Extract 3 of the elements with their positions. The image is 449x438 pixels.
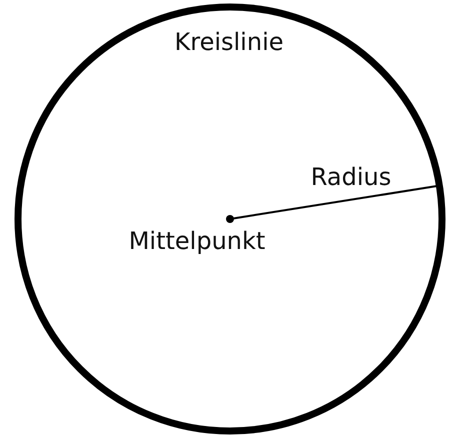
center-point-label: Mittelpunkt xyxy=(128,229,266,253)
radius-label: Radius xyxy=(310,165,392,189)
circle-line-label: Kreislinie xyxy=(174,30,284,54)
